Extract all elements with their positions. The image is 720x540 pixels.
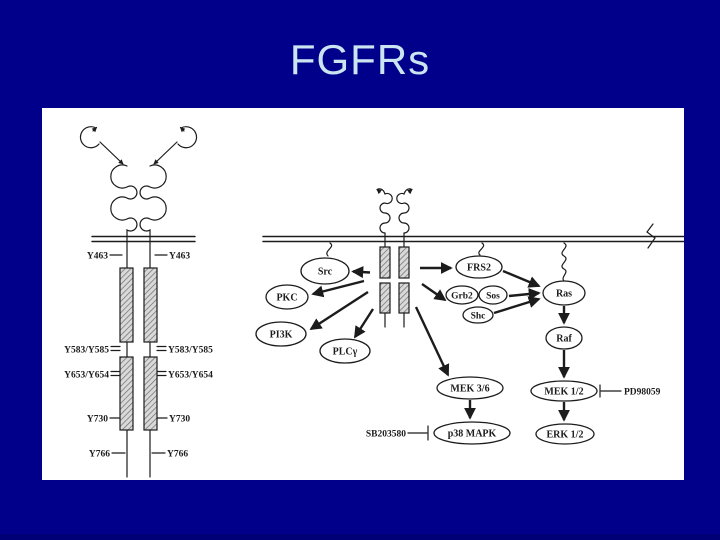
site-y463-left: Y463 — [87, 252, 108, 262]
arrow-to-plcg — [353, 308, 375, 339]
node-shc-label: Shc — [471, 312, 486, 322]
kinase1-right — [143, 267, 158, 343]
ras-input-arrows — [493, 269, 541, 315]
node-plcg: PLCγ — [319, 338, 371, 364]
site-y583-right: Y583/Y585 — [168, 346, 213, 356]
ligand-hook-left — [79, 126, 124, 165]
membrane-left — [91, 235, 196, 243]
coil-chain-left — [377, 188, 393, 234]
arrow-shc-ras — [493, 296, 541, 315]
node-sos: Sos — [478, 285, 508, 305]
arrow-to-pkc — [311, 279, 365, 298]
site-y583-left: Y583/Y585 — [64, 346, 109, 356]
node-p38: p38 MAPK — [433, 421, 511, 445]
membrane-break-mark — [646, 223, 656, 249]
node-pi3k: PI3K — [255, 321, 307, 347]
site-y766-left: Y766 — [89, 450, 110, 460]
node-erk12: ERK 1/2 — [535, 423, 595, 445]
site-y463-right: Y463 — [169, 252, 190, 262]
receptor-output-arrows — [309, 262, 453, 377]
arrow-to-grb2 — [421, 283, 447, 302]
node-mek36-label: MEK 3/6 — [450, 384, 489, 395]
node-mek36: MEK 3/6 — [436, 376, 504, 400]
node-frs2: FRS2 — [455, 255, 503, 279]
fgfr-figure: Y463 Y463 Y583/Y585 Y583/Y585 Y653/Y654 … — [64, 126, 684, 478]
node-grb2: Grb2 — [445, 285, 479, 305]
cascade-arrows — [464, 306, 570, 422]
node-pi3k-label: PI3K — [270, 330, 293, 341]
tm-kinase1-right — [398, 246, 410, 279]
bottom-strip — [0, 534, 720, 540]
kinase2-right — [143, 356, 158, 431]
tm-kinase2-right — [398, 282, 410, 314]
tm-kinase2-left — [379, 282, 391, 314]
slide-title: FGFRs — [289, 36, 431, 83]
frs2-membrane-squiggle — [478, 242, 485, 256]
ligand-hook-right — [153, 126, 198, 165]
node-grb2-label: Grb2 — [451, 292, 473, 302]
kinase2-left — [119, 356, 134, 431]
coil-chain-right — [396, 188, 412, 234]
site-y766-right: Y766 — [167, 450, 188, 460]
site-y730-left: Y730 — [87, 415, 108, 425]
ig-loops-chain-right — [139, 164, 167, 269]
node-ras-label: Ras — [556, 289, 572, 300]
site-y653-right: Y653/Y654 — [168, 371, 213, 381]
node-pkc-label: PKC — [276, 293, 297, 304]
inhibitor-pd98059-label: PD98059 — [624, 388, 661, 398]
site-y730-right: Y730 — [169, 415, 190, 425]
node-mek12: MEK 1/2 — [530, 380, 598, 402]
ig-loops-chain-left — [110, 164, 138, 269]
left-receptor-diagram: Y463 Y463 Y583/Y585 Y583/Y585 Y653/Y654 … — [64, 126, 213, 478]
pathway-receptor — [376, 188, 413, 328]
node-src: Src — [300, 257, 350, 285]
phosphosite-ticks — [109, 254, 168, 454]
kinase-domains — [119, 267, 158, 478]
node-src-label: Src — [318, 267, 333, 278]
inhibitor-sb203580-label: SB203580 — [366, 430, 406, 440]
node-mek12-label: MEK 1/2 — [544, 387, 583, 398]
node-frs2-label: FRS2 — [467, 263, 491, 274]
kinase1-left — [119, 267, 134, 343]
tm-kinase1-left — [379, 246, 391, 279]
site-y653-left: Y653/Y654 — [64, 371, 109, 381]
membrane-right — [262, 223, 684, 249]
arrow-frs2-ras — [502, 269, 541, 288]
node-p38-label: p38 MAPK — [448, 429, 497, 440]
pd98059-inhibition — [599, 384, 622, 398]
node-sos-label: Sos — [486, 292, 500, 302]
arrow-to-src — [351, 266, 371, 279]
ras-membrane-squiggle — [561, 242, 567, 282]
signaling-pathway-diagram: Src PKC PI3K PLCγ FRS2 — [255, 188, 684, 445]
node-raf-label: Raf — [556, 334, 572, 345]
arrow-sos-ras — [508, 288, 541, 300]
node-raf: Raf — [545, 326, 583, 350]
node-plcg-label: PLCγ — [333, 347, 358, 358]
figure-panel: Y463 Y463 Y583/Y585 Y583/Y585 Y653/Y654 … — [42, 108, 684, 480]
src-membrane-squiggle — [326, 242, 333, 257]
sb203580-inhibition — [407, 425, 429, 441]
node-shc: Shc — [462, 306, 494, 324]
arrow-to-mek36 — [414, 306, 450, 377]
node-ras: Ras — [542, 280, 586, 306]
arrow-to-pi3k — [309, 290, 369, 331]
node-erk12-label: ERK 1/2 — [547, 430, 584, 441]
node-pkc: PKC — [265, 284, 309, 310]
